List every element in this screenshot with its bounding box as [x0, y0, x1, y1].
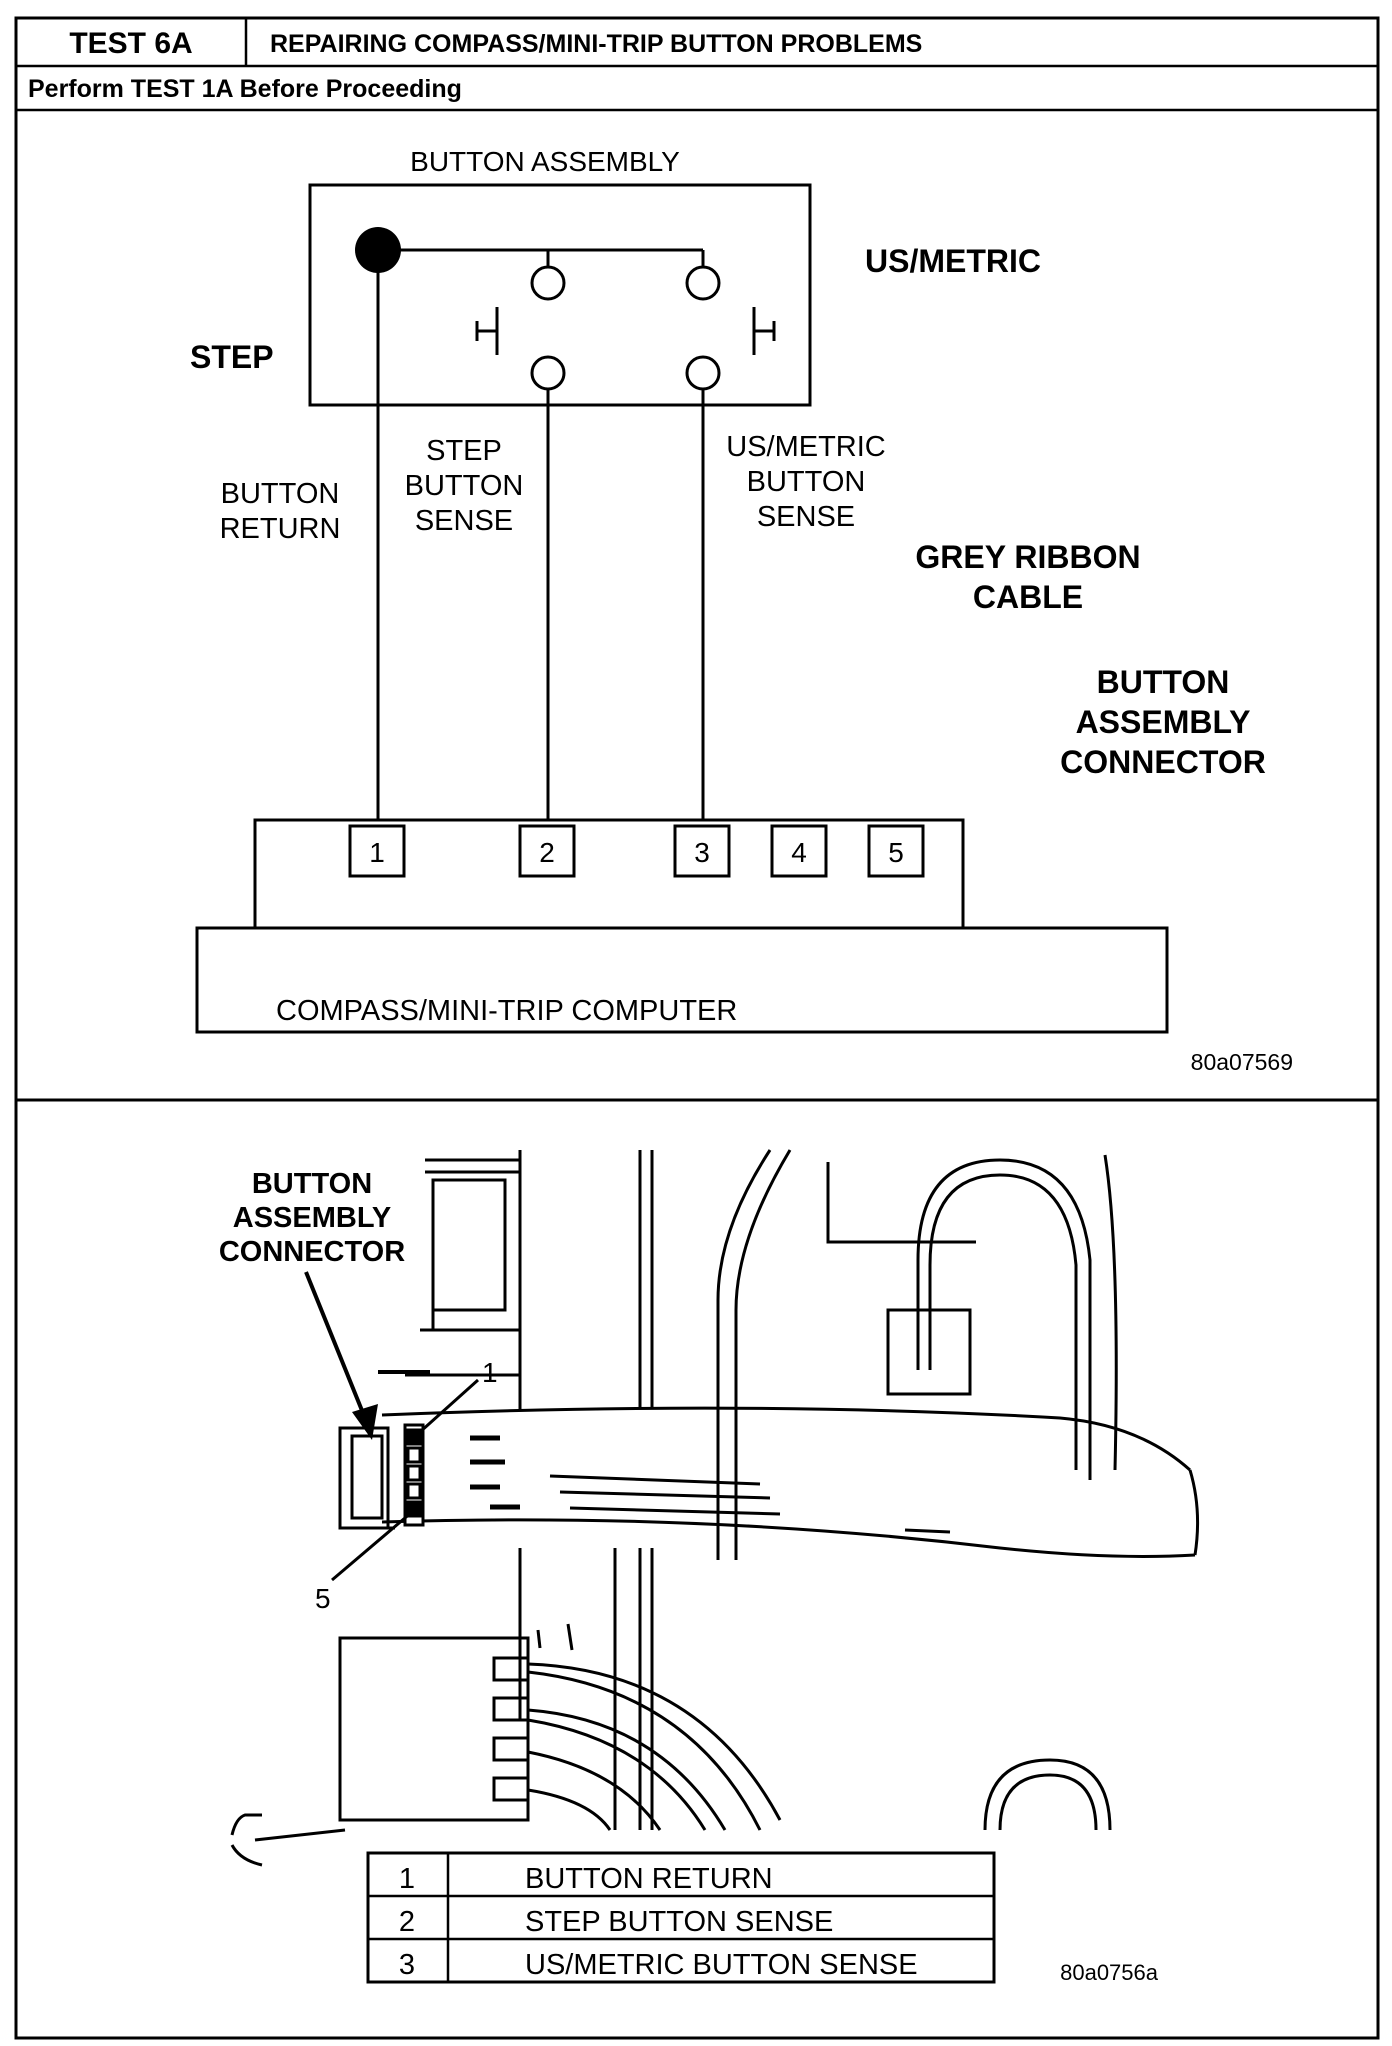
vehicle-line-art: [230, 1149, 1200, 1867]
pin-2: 2: [518, 824, 576, 878]
button-assembly-label: BUTTON ASSEMBLY: [410, 146, 680, 177]
svg-text:3: 3: [694, 837, 710, 868]
pin-callout-5: 5: [315, 1583, 331, 1614]
us-metric-switch-contact-top: [685, 265, 721, 301]
step-pushbutton-icon: [475, 307, 499, 355]
button-return-label-2: RETURN: [220, 513, 341, 545]
legend-row: 2 STEP BUTTON SENSE: [399, 1906, 833, 1938]
pin-callout-1: 1: [482, 1357, 498, 1388]
photo-connector-label-3: CONNECTOR: [219, 1236, 405, 1268]
us-metric-label: US/METRIC: [865, 243, 1041, 279]
photo-connector-label-1: BUTTON: [252, 1168, 372, 1200]
photo-figure-id: 80a0756a: [1060, 1960, 1159, 1985]
svg-text:1: 1: [369, 837, 385, 868]
schematic-panel: BUTTON ASSEMBLY STEP US/METRIC: [16, 146, 1378, 1102]
svg-text:1: 1: [399, 1863, 415, 1895]
us-metric-button-sense-label-3: SENSE: [757, 501, 855, 533]
svg-text:2: 2: [539, 837, 555, 868]
svg-text:BUTTON RETURN: BUTTON RETURN: [525, 1863, 773, 1895]
svg-text:STEP BUTTON SENSE: STEP BUTTON SENSE: [525, 1906, 833, 1938]
computer-label: COMPASS/MINI-TRIP COMPUTER: [276, 995, 737, 1027]
photo-panel: BUTTON ASSEMBLY CONNECTOR 1 5 1 BUTTON R…: [219, 1149, 1200, 1985]
schematic-figure-id: 80a07569: [1191, 1049, 1293, 1075]
us-metric-button-sense-label-1: US/METRIC: [726, 431, 886, 463]
connector-leader-arrow: [304, 1271, 378, 1440]
pin-5: 5: [867, 824, 925, 878]
pin-1: 1: [348, 824, 406, 878]
pin-4: 4: [770, 824, 828, 878]
test-id: TEST 6A: [69, 27, 192, 60]
step-button-sense-label-2: BUTTON: [405, 470, 524, 502]
pin-callout-5-leader: [331, 1510, 413, 1582]
test-title: REPAIRING COMPASS/MINI-TRIP BUTTON PROBL…: [270, 30, 922, 58]
step-button-sense-label-3: SENSE: [415, 505, 513, 537]
pin-legend-table: 1 BUTTON RETURN 2 STEP BUTTON SENSE 3 US…: [366, 1851, 996, 1984]
test-subtitle: Perform TEST 1A Before Proceeding: [28, 75, 462, 103]
legend-row: 3 US/METRIC BUTTON SENSE: [399, 1949, 918, 1981]
pin-callout-1-leader: [418, 1378, 480, 1434]
grey-ribbon-cable-label-2: CABLE: [973, 579, 1083, 615]
svg-text:3: 3: [399, 1949, 415, 1981]
step-label: STEP: [190, 339, 274, 375]
header: TEST 6A REPAIRING COMPASS/MINI-TRIP BUTT…: [14, 16, 1380, 2040]
legend-row: 1 BUTTON RETURN: [399, 1863, 773, 1895]
grey-ribbon-cable-label-1: GREY RIBBON: [915, 539, 1140, 575]
button-assembly-connector-label-1: BUTTON: [1097, 664, 1230, 700]
button-assembly-connector-label-2: ASSEMBLY: [1076, 704, 1251, 740]
svg-text:US/METRIC BUTTON SENSE: US/METRIC BUTTON SENSE: [525, 1949, 918, 1981]
step-switch-contact-top: [530, 265, 566, 301]
svg-text:2: 2: [399, 1906, 415, 1938]
button-return-label-1: BUTTON: [221, 478, 340, 510]
step-button-sense-label-1: STEP: [426, 435, 502, 467]
step-switch-contact-bottom: [530, 355, 566, 391]
button-assembly-box: [308, 183, 812, 407]
us-metric-button-sense-label-2: BUTTON: [747, 466, 866, 498]
svg-text:5: 5: [888, 837, 904, 868]
us-metric-pushbutton-icon: [752, 307, 776, 355]
pin-3: 3: [673, 824, 731, 878]
button-assembly-connector-label-3: CONNECTOR: [1060, 744, 1266, 780]
svg-text:4: 4: [791, 837, 807, 868]
compass-mini-trip-computer-box: [195, 926, 1169, 1034]
photo-connector-label-2: ASSEMBLY: [233, 1202, 391, 1234]
page-frame: [14, 16, 1380, 2040]
us-metric-switch-contact-bottom: [685, 355, 721, 391]
